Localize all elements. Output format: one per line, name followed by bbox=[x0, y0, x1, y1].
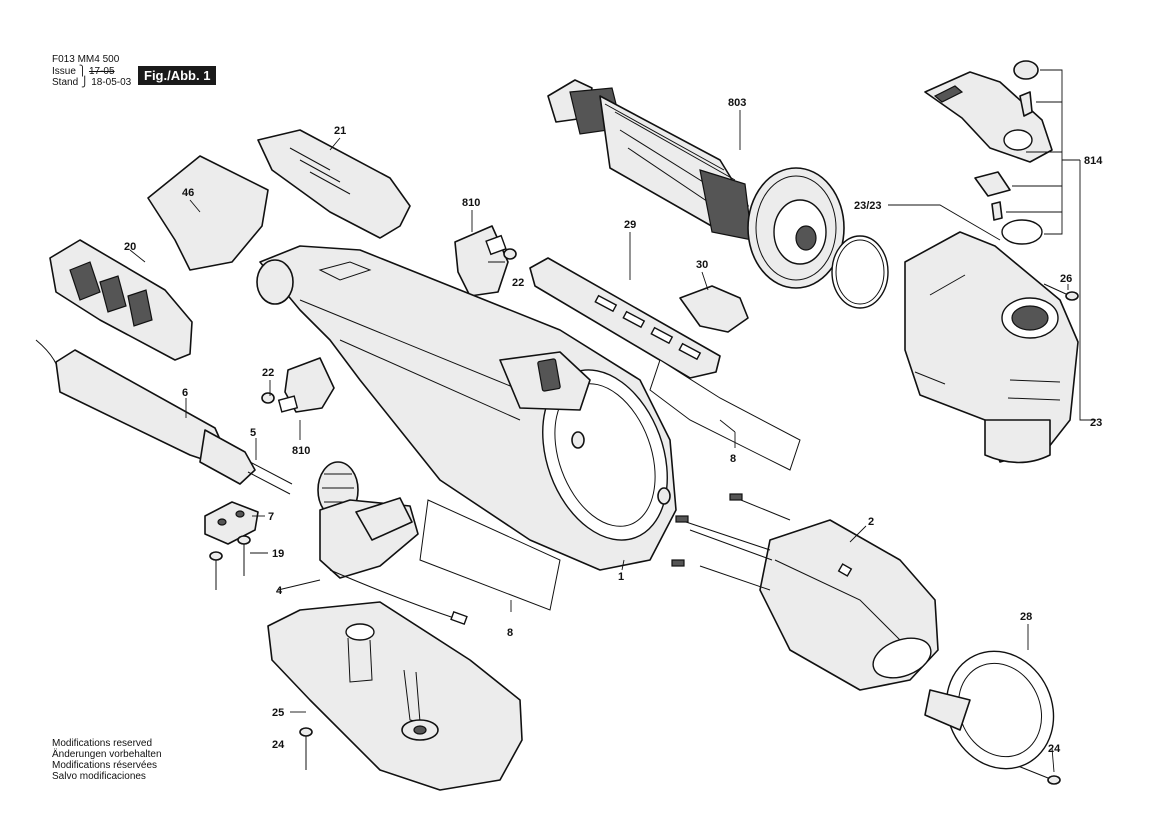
callout-23-23: 23/23 bbox=[854, 200, 882, 212]
gear-head-housing-part-23 bbox=[904, 231, 1079, 464]
switch-part-4 bbox=[317, 461, 468, 626]
callout-19: 19 bbox=[272, 548, 284, 560]
callout-24-right: 24 bbox=[1048, 743, 1061, 755]
issue-line: Issue ⎫ 17-05 bbox=[52, 66, 115, 77]
modifications-notice: Modifications reserved Änderungen vorbeh… bbox=[52, 738, 162, 782]
spring-plate-part-29 bbox=[529, 257, 721, 379]
grip-cover-part-21 bbox=[257, 129, 411, 239]
stator-part-2 bbox=[671, 493, 939, 691]
label-part-8-lower bbox=[419, 499, 561, 611]
callout-2: 2 bbox=[868, 516, 874, 528]
callout-810-lower: 810 bbox=[292, 445, 310, 457]
issue-label: Issue bbox=[52, 66, 76, 77]
callout-4: 4 bbox=[276, 585, 283, 597]
brush-holder-part-810-lower bbox=[261, 357, 335, 413]
label-part-8-upper bbox=[649, 359, 801, 471]
screw-part-24-right bbox=[1017, 765, 1061, 785]
leader-lines bbox=[129, 110, 1096, 773]
issue-value: 17-05 bbox=[88, 66, 115, 77]
callout-26: 26 bbox=[1060, 273, 1072, 285]
button-part-30 bbox=[679, 285, 749, 333]
callout-810-upper: 810 bbox=[462, 197, 480, 209]
callout-7: 7 bbox=[268, 511, 274, 523]
callout-5: 5 bbox=[250, 427, 256, 439]
stand-value: 18-05-03 bbox=[91, 77, 132, 88]
callout-25: 25 bbox=[272, 707, 284, 719]
callout-20: 20 bbox=[124, 241, 136, 253]
o-ring-part-23-23 bbox=[831, 235, 889, 309]
doc-code: F013 MM4 500 bbox=[52, 54, 120, 65]
screws-part-19 bbox=[209, 535, 251, 590]
figure-badge: Fig./Abb. 1 bbox=[138, 66, 217, 85]
screw-part-24-left bbox=[299, 727, 313, 770]
bottom-shell-part-25 bbox=[267, 601, 523, 791]
callout-28: 28 bbox=[1020, 611, 1032, 623]
cable-clamp-part-7 bbox=[204, 501, 259, 545]
callout-21: 21 bbox=[334, 125, 346, 137]
flange-part-28 bbox=[924, 650, 1055, 770]
callout-803: 803 bbox=[728, 97, 746, 109]
callout-6: 6 bbox=[182, 387, 188, 399]
brush-holder-part-810-upper bbox=[454, 225, 517, 297]
callout-29: 29 bbox=[624, 219, 636, 231]
notice-line-en: Modifications reserved bbox=[52, 738, 153, 749]
callout-1: 1 bbox=[618, 571, 624, 583]
stand-line: Stand ⎭ 18-05-03 bbox=[52, 77, 132, 88]
callout-23: 23 bbox=[1090, 417, 1102, 429]
callout-8-upper: 8 bbox=[730, 453, 736, 465]
lever-assembly-part-814 bbox=[924, 60, 1080, 245]
callout-24-left: 24 bbox=[272, 739, 285, 751]
screw-part-26 bbox=[1043, 283, 1079, 301]
shield-part-46 bbox=[147, 155, 269, 271]
callout-22-upper: 22 bbox=[512, 277, 524, 289]
notice-line-de: Änderungen vorbehalten bbox=[52, 749, 162, 760]
notice-line-fr: Modifications réservées bbox=[52, 760, 158, 771]
power-cord-part-6 bbox=[35, 339, 293, 495]
motor-housing-part-1 bbox=[256, 245, 677, 571]
callout-8-lower: 8 bbox=[507, 627, 513, 639]
callout-22-lower: 22 bbox=[262, 367, 274, 379]
callout-814: 814 bbox=[1084, 155, 1103, 167]
callout-30: 30 bbox=[696, 259, 708, 271]
callout-46: 46 bbox=[182, 187, 194, 199]
armature-part-803 bbox=[547, 79, 845, 289]
notice-line-es: Salvo modificaciones bbox=[52, 771, 146, 782]
stand-label: Stand bbox=[52, 77, 79, 88]
